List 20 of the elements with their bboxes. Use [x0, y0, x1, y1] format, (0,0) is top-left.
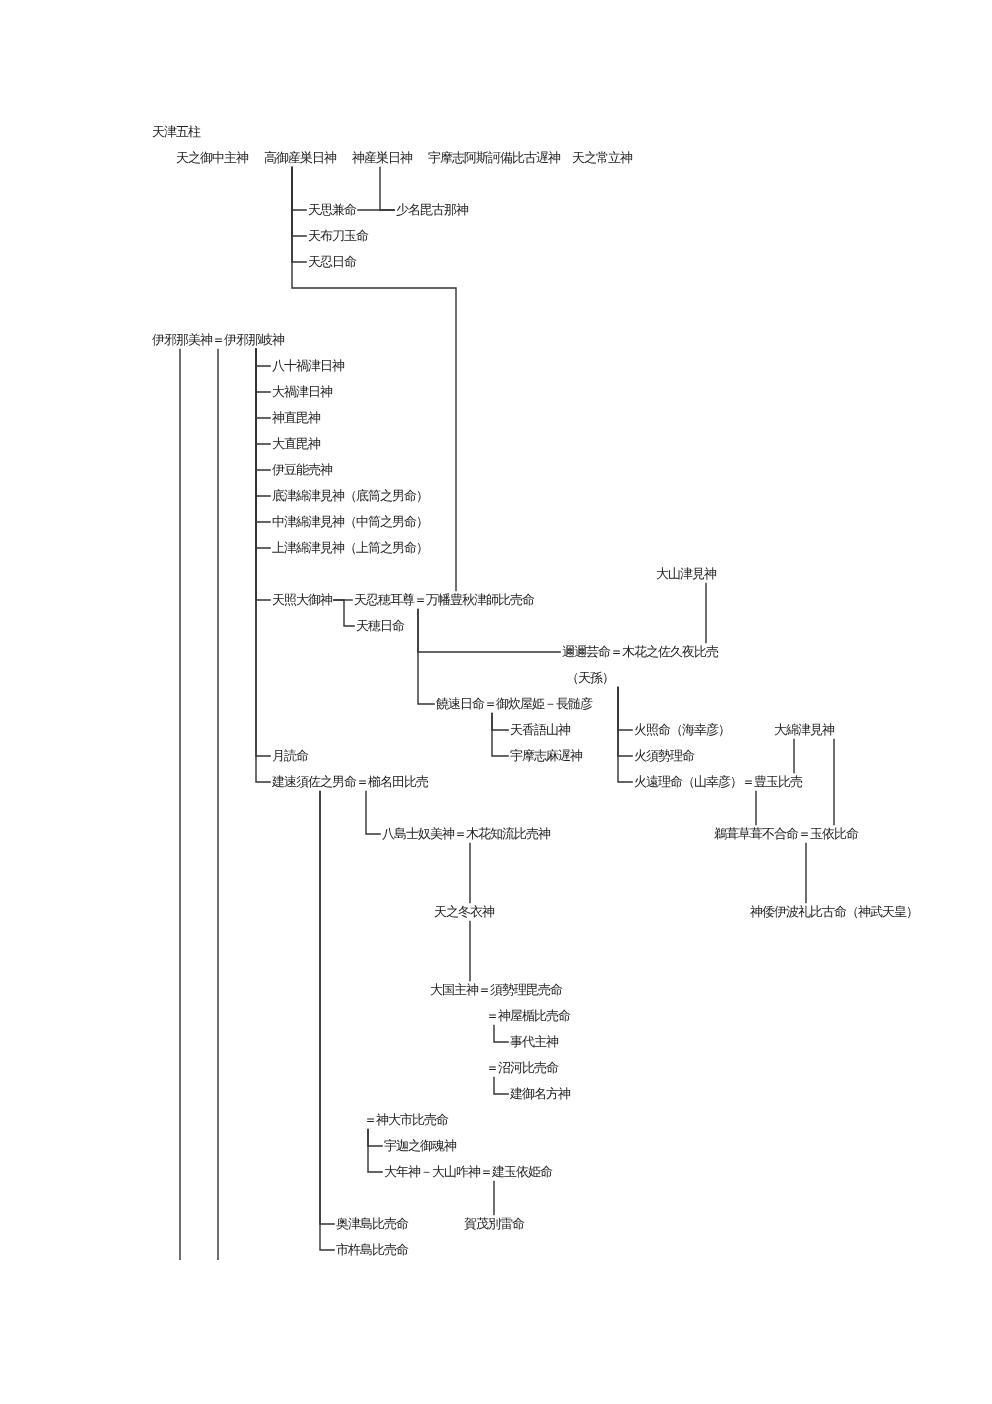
connector-line: [417, 608, 436, 705]
connector-line: [469, 842, 471, 904]
connector-line: [179, 348, 181, 1261]
connector-line: [291, 166, 457, 592]
connector-line: [367, 1128, 384, 1173]
connector-line: [793, 738, 795, 774]
connector-line: [217, 348, 219, 1261]
connector-line: [705, 582, 707, 644]
connector-line: [493, 1076, 510, 1095]
connector-line: [493, 1024, 510, 1043]
connector-line: [493, 1180, 495, 1216]
connector-line: [617, 686, 634, 783]
connector-line: [469, 920, 471, 982]
connector-line: [755, 790, 757, 826]
connector-line: [805, 842, 807, 904]
connector-line: [365, 790, 382, 835]
connector-line: [356, 209, 396, 211]
connector-line: [332, 599, 356, 627]
connector-line: [833, 738, 835, 826]
connector-line: [491, 712, 510, 757]
